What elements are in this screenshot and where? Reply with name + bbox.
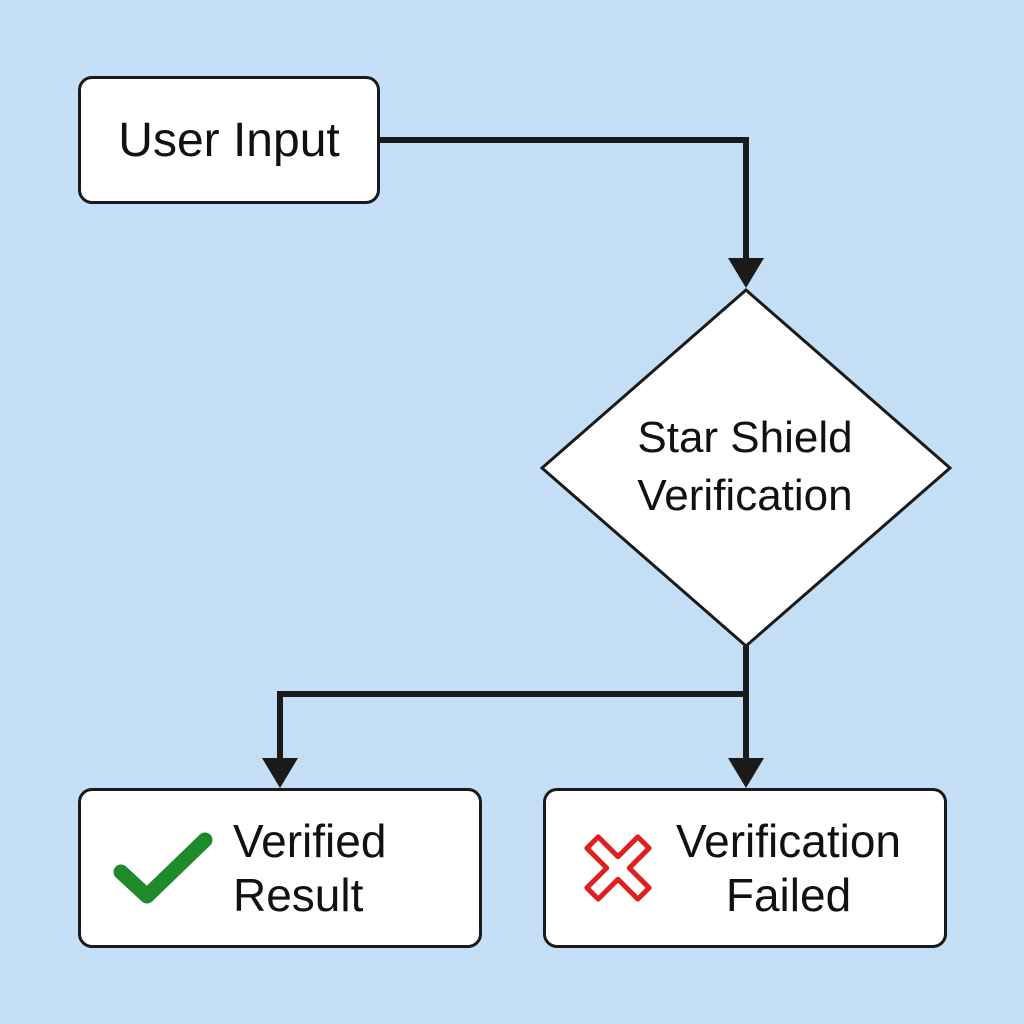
user-input-node: User Input <box>78 76 380 204</box>
edge-input-to-decision <box>380 137 749 262</box>
verification-failed-node: Verification Failed <box>543 788 947 948</box>
check-icon <box>113 828 213 908</box>
arrowhead-decision <box>728 258 764 288</box>
cross-icon <box>568 828 668 908</box>
verification-failed-line2: Failed <box>725 869 852 921</box>
edge-decision-to-success <box>277 691 746 762</box>
verified-result-line1: Verified <box>233 815 387 867</box>
verified-result-line2: Result <box>233 869 364 921</box>
arrowhead-success <box>262 758 298 788</box>
decision-label-line2: Verification <box>637 471 853 520</box>
verification-failed-line1: Verification <box>676 815 902 867</box>
decision-label-line1: Star Shield <box>637 413 853 462</box>
arrowhead-failure <box>728 758 764 788</box>
verified-result-node: Verified Result <box>78 788 482 948</box>
decision-label: Star Shield Verification <box>545 405 945 529</box>
user-input-label: User Input <box>118 113 340 167</box>
